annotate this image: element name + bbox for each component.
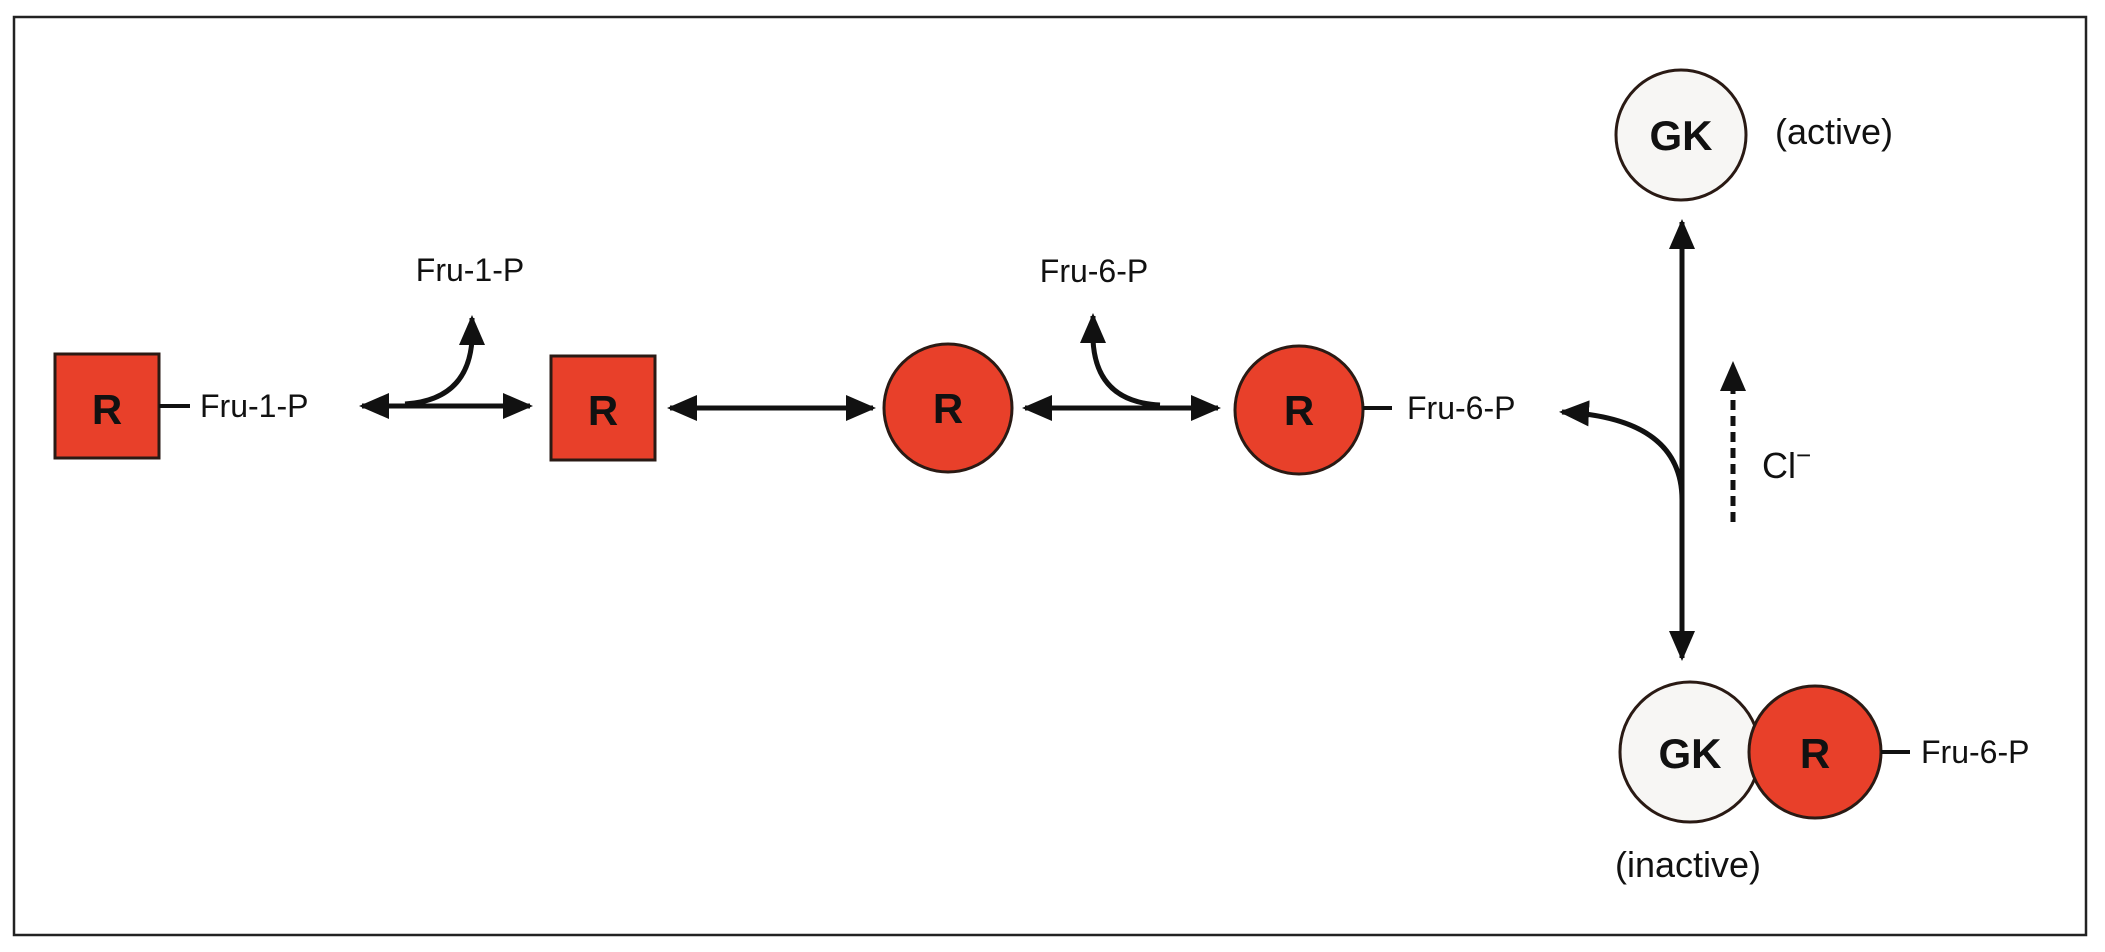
chloride-charge: − <box>1796 440 1811 470</box>
gk-equilibrium: Cl− <box>1559 219 1811 661</box>
regulator-letter-3: R <box>933 385 963 432</box>
active-label: (active) <box>1775 111 1893 152</box>
transition-arrow-1: Fru-1-P <box>359 252 533 419</box>
release-arrow-fru1p <box>404 315 485 407</box>
gk-circle-active <box>1614 68 1748 202</box>
regulator-square-free: R <box>549 354 657 462</box>
regulator-circle-bound: R Fru-6-P <box>1233 344 1515 476</box>
gk-letter-inactive: GK <box>1659 730 1722 777</box>
gk-regulator-complex: GK R Fru-6-P (inactive) <box>1615 680 2029 885</box>
inactive-label: (inactive) <box>1615 844 1761 885</box>
regulator-square-bound: R Fru-1-P <box>53 352 308 460</box>
release-arrow-fru6p <box>1080 313 1161 408</box>
regulator-letter-2: R <box>588 387 618 434</box>
chloride-label: Cl− <box>1762 440 1811 486</box>
regulator-letter-1: R <box>92 386 122 433</box>
fru6p-bound-label: Fru-6-P <box>1407 390 1515 426</box>
fru6p-released-label: Fru-6-P <box>1040 253 1148 289</box>
regulator-square-1 <box>53 352 161 460</box>
fru6p-complex-label: Fru-6-P <box>1921 734 2029 770</box>
regulator-square-2 <box>549 354 657 462</box>
complex-formation-curve <box>1559 400 1685 501</box>
fru1p-bound-label: Fru-1-P <box>200 388 308 424</box>
regulator-circle-free: R <box>882 342 1014 474</box>
gk-active: GK (active) <box>1614 68 1893 202</box>
regulator-circle-3 <box>882 342 1014 474</box>
regulator-letter-5: R <box>1800 730 1830 777</box>
figure-frame <box>12 15 2088 937</box>
regulator-letter-4: R <box>1284 387 1314 434</box>
fru1p-released-label: Fru-1-P <box>416 252 524 288</box>
transition-arrow-3: Fru-6-P <box>1022 253 1221 421</box>
gk-letter-active: GK <box>1650 112 1713 159</box>
